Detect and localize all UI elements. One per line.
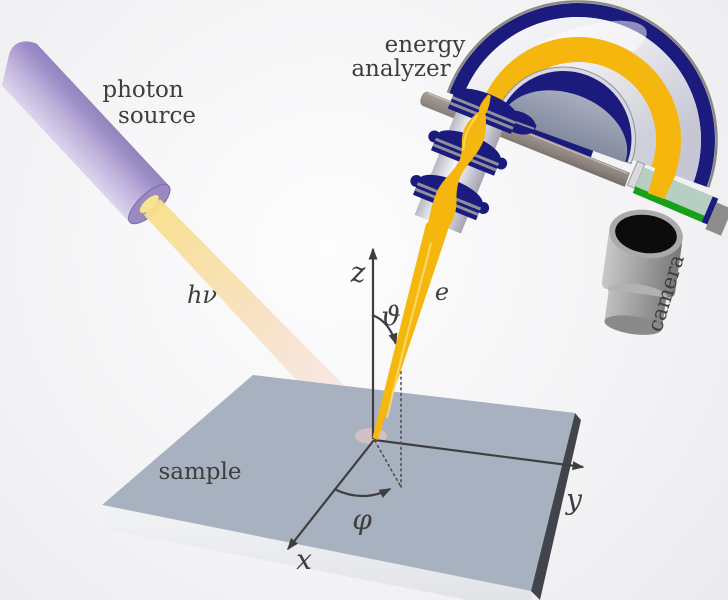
camera-lens-opening: [615, 214, 677, 254]
photon-exit-aperture: [139, 195, 159, 214]
lens-spindle-highlight: [462, 114, 479, 151]
theta-angle-label: ϑ: [381, 301, 400, 332]
detector-entry-flange: [626, 160, 646, 189]
electron-arc-trajectory: [481, 37, 681, 176]
photon-source-body: [1, 41, 171, 225]
electron-beam-cone: [372, 219, 448, 440]
energy-analyzer-label-line1: energy: [385, 32, 466, 58]
camera-device: [601, 209, 683, 335]
inner-hemisphere-face: [501, 90, 628, 163]
photon-source-label-line1: photon: [102, 77, 183, 103]
photon-source: [1, 41, 171, 225]
z-axis-label: z: [350, 256, 366, 289]
sample-front-face: [102, 505, 533, 600]
sample-label: sample: [158, 459, 241, 485]
electron-arc-exit: [648, 166, 677, 199]
projection-line-diagonal: [374, 440, 402, 488]
detector-end-navy: [701, 196, 719, 225]
detector-outer-flange: [705, 202, 728, 236]
detector-green-strip: [632, 186, 707, 223]
lens-electron-spindle: [427, 94, 491, 232]
photon-beam-label: hν: [187, 281, 217, 309]
photon-source-label-line2: source: [118, 103, 196, 129]
y-axis-label: y: [564, 483, 583, 516]
electron-lens-stack: [410, 88, 518, 234]
camera-body-bottom: [604, 315, 662, 335]
sample-top-face: [102, 375, 575, 591]
electron-label: e: [435, 278, 449, 306]
electron-beam-highlight: [385, 242, 433, 419]
x-axis-label: x: [296, 543, 312, 576]
y-axis: [373, 438, 585, 471]
analyzer-outer-rim-edge: [446, 0, 718, 188]
energy-analyzer-label-line2: analyzer: [351, 56, 450, 82]
phi-angle-label: φ: [352, 503, 372, 536]
theta-angle-arrow: [371, 313, 398, 346]
coordinate-axes: [287, 247, 585, 551]
sample-slab: [102, 375, 581, 600]
x-axis: [287, 439, 375, 551]
electron-beam: [372, 219, 448, 440]
phi-angle-arrow: [333, 488, 392, 498]
sample-right-edge: [531, 413, 581, 600]
